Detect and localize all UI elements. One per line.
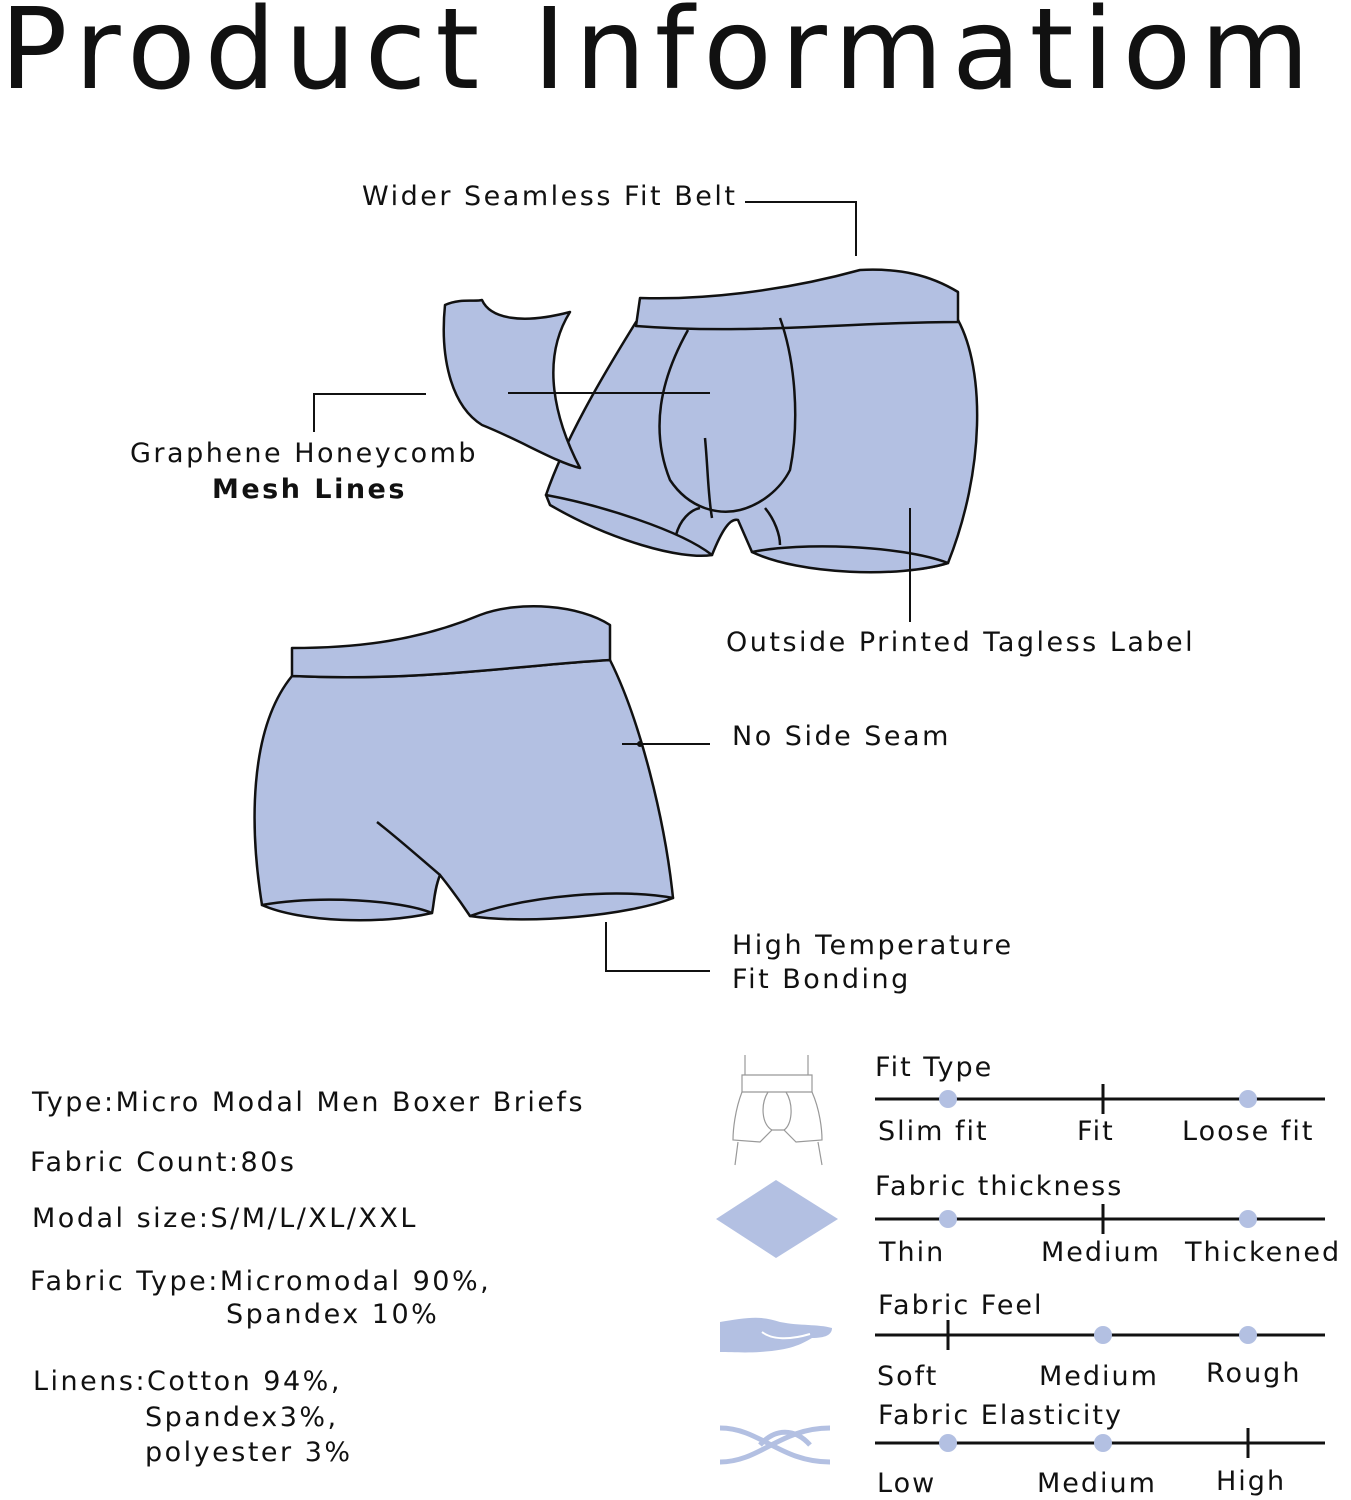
hand-icon — [720, 1317, 832, 1353]
seam-callout: No Side Seam — [732, 721, 951, 752]
scale-dot — [1239, 1326, 1257, 1344]
scale-elasticity-title: Fabric Elasticity — [878, 1400, 1123, 1431]
scale-dot — [1094, 1434, 1112, 1452]
mesh-callout-line2: Mesh Lines — [212, 474, 407, 505]
back-left-leg-opening — [260, 898, 434, 922]
scale-thickness-title: Fabric thickness — [875, 1171, 1124, 1202]
scale-fit-type-title: Fit Type — [875, 1052, 994, 1083]
spec-linens-line1: Linens:Cotton 94%, — [33, 1366, 342, 1397]
back-boxer-waistband — [290, 605, 612, 679]
scale-dot — [939, 1434, 957, 1452]
front-boxer-waistband — [634, 268, 960, 331]
front-right-leg-opening — [750, 545, 950, 574]
scale-feel-title: Fabric Feel — [878, 1290, 1044, 1321]
spec-type: Type:Micro Modal Men Boxer Briefs — [32, 1087, 586, 1118]
spec-fabric-line2: Spandex 10% — [226, 1299, 440, 1330]
back-boxer-body — [253, 658, 675, 918]
scale-fit-type-label-1: Slim fit — [878, 1116, 989, 1147]
scale-fit-type-label-3: Loose fit — [1182, 1116, 1315, 1147]
scale-elasticity-label-1: Low — [877, 1468, 937, 1499]
scale-feel-label-1: Soft — [877, 1361, 939, 1392]
bonding-callout-line1: High Temperature — [732, 930, 1014, 961]
front-boxer-illustration — [442, 268, 979, 574]
scale-thickness-label-2: Medium — [1041, 1237, 1161, 1268]
front-left-leg-opening — [544, 493, 714, 557]
scale-elasticity-label-3: High — [1216, 1466, 1287, 1497]
scale-feel-label-3: Rough — [1206, 1358, 1302, 1389]
front-callout-lines — [313, 201, 911, 622]
scale-dot — [939, 1210, 957, 1228]
spec-linens-line3: polyester 3% — [145, 1437, 353, 1468]
page-title: Product Informatiom — [0, 0, 1319, 115]
scale-dot — [939, 1090, 957, 1108]
scale-dot — [1239, 1090, 1257, 1108]
scale-elasticity-label-2: Medium — [1037, 1468, 1157, 1499]
bonding-callout-line2: Fit Bonding — [732, 964, 911, 995]
scale-dot — [1239, 1210, 1257, 1228]
back-boxer-illustration — [253, 605, 675, 922]
spec-linens-line2: Spandex3%, — [145, 1402, 339, 1433]
spec-count: Fabric Count:80s — [30, 1147, 297, 1178]
back-callout-lines — [605, 741, 710, 972]
label-callout: Outside Printed Tagless Label — [726, 627, 1196, 658]
pouch-seam — [658, 317, 797, 513]
diamond-icon — [716, 1180, 838, 1258]
elastic-icon — [719, 1425, 831, 1465]
scale-thickness-label-3: Thickened — [1185, 1237, 1342, 1268]
scale-thickness-label-1: Thin — [879, 1237, 946, 1268]
spec-fabric-line1: Fabric Type:Micromodal 90%, — [30, 1266, 492, 1297]
boxer-outline-icon — [732, 1055, 823, 1166]
belt-callout: Wider Seamless Fit Belt — [362, 181, 738, 212]
scale-dot — [1094, 1326, 1112, 1344]
back-right-leg-opening — [468, 892, 675, 921]
scale-lines — [875, 1084, 1325, 1458]
scale-fit-type-label-2: Fit — [1077, 1116, 1115, 1147]
mesh-callout-line1: Graphene Honeycomb — [130, 438, 479, 469]
spec-size: Modal size:S/M/L/XL/XXL — [32, 1203, 418, 1234]
scale-feel-label-2: Medium — [1039, 1361, 1159, 1392]
mesh-flap — [442, 298, 582, 470]
